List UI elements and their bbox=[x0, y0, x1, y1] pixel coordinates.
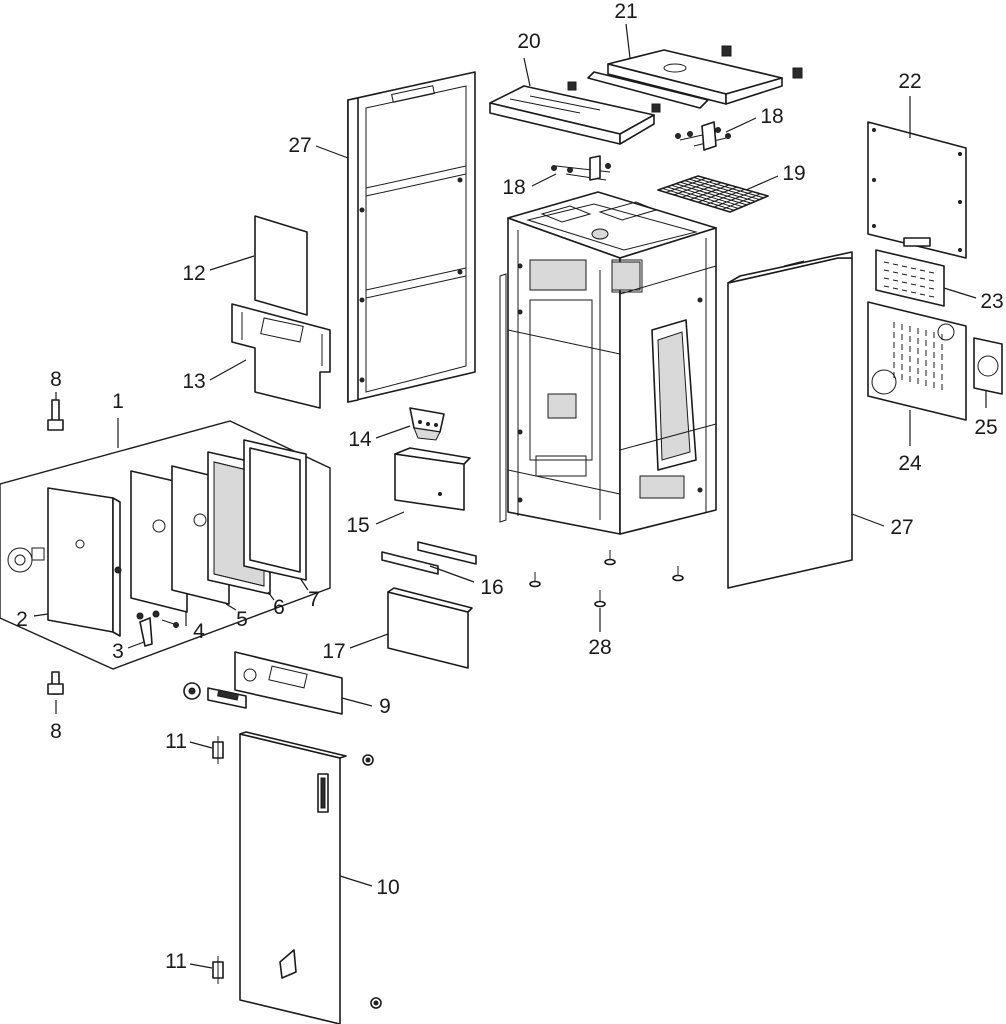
callout-22: 22 bbox=[898, 70, 921, 93]
callout-8-bottom: 8 bbox=[50, 720, 62, 743]
callout-9: 9 bbox=[379, 695, 391, 718]
callout-13: 13 bbox=[182, 370, 205, 393]
front-door-part bbox=[239, 731, 347, 1024]
callout-11-top: 11 bbox=[165, 730, 187, 753]
callout-21: 21 bbox=[614, 0, 637, 23]
vent-grille-small-part bbox=[875, 249, 945, 307]
callout-labels: 1 2 3 4 5 6 7 8 8 9 10 11 11 12 13 14 15… bbox=[16, 0, 1004, 973]
insulation-block-part bbox=[254, 215, 308, 316]
flue-gasket-plate-part bbox=[973, 337, 1003, 395]
ash-pan-part bbox=[394, 447, 471, 511]
callout-4: 4 bbox=[193, 620, 205, 643]
foot-mid-part bbox=[604, 550, 616, 566]
display-module-part bbox=[183, 682, 247, 709]
fasteners-top-right-part bbox=[675, 121, 731, 151]
callout-18-left: 18 bbox=[502, 176, 525, 199]
callout-10: 10 bbox=[376, 876, 399, 899]
callout-23: 23 bbox=[980, 290, 1003, 313]
callout-2: 2 bbox=[16, 608, 28, 631]
callout-17: 17 bbox=[322, 640, 345, 663]
burn-pot-part bbox=[409, 407, 445, 441]
bracket-plate-part bbox=[231, 303, 331, 409]
callout-28: 28 bbox=[588, 636, 611, 659]
fire-door-part bbox=[7, 487, 122, 637]
callout-7: 7 bbox=[308, 588, 320, 611]
hinge-pin-top-part bbox=[212, 736, 224, 764]
lower-cover-panel-part bbox=[387, 587, 473, 669]
door-gasket-frame-part bbox=[243, 439, 307, 581]
callout-5: 5 bbox=[236, 608, 248, 631]
callout-11-bottom: 11 bbox=[165, 950, 187, 973]
callout-1: 1 bbox=[112, 390, 124, 413]
top-cover-front-part bbox=[489, 81, 661, 145]
callout-20: 20 bbox=[517, 30, 540, 53]
stove-body-frame-part bbox=[499, 191, 717, 535]
back-panel-part bbox=[867, 121, 967, 259]
fasteners-top-left-part bbox=[551, 155, 611, 181]
callout-24: 24 bbox=[898, 452, 922, 475]
hinge-top-part bbox=[47, 399, 64, 431]
door-handle-hardware-part bbox=[136, 610, 179, 647]
top-cover-rear-part bbox=[587, 45, 803, 109]
foot-right-part bbox=[672, 566, 684, 582]
vent-grille-large-part bbox=[867, 301, 967, 421]
callout-3: 3 bbox=[112, 640, 124, 663]
door-assembly-group-outline bbox=[0, 420, 331, 670]
callout-15: 15 bbox=[346, 514, 369, 537]
callout-14: 14 bbox=[348, 428, 372, 451]
hinge-pin-bottom-part bbox=[212, 956, 224, 984]
mesh-grid-part bbox=[657, 175, 769, 213]
trim-strip-lower-part bbox=[381, 551, 439, 575]
trim-strip-upper-part bbox=[417, 541, 477, 565]
side-panel-right-part bbox=[727, 251, 853, 589]
callout-16: 16 bbox=[480, 576, 503, 599]
callout-12: 12 bbox=[182, 262, 205, 285]
callout-18-right: 18 bbox=[760, 105, 783, 128]
foot-front-part bbox=[594, 590, 606, 608]
hinge-bottom-part bbox=[47, 671, 64, 695]
callout-19: 19 bbox=[782, 162, 805, 185]
control-panel-part bbox=[234, 651, 343, 715]
callout-25: 25 bbox=[974, 416, 997, 439]
door-knob-bottom-part bbox=[370, 997, 382, 1009]
callout-6: 6 bbox=[273, 596, 285, 619]
door-knob-top-part bbox=[362, 754, 374, 766]
foot-left-part bbox=[529, 572, 541, 588]
callout-8-top: 8 bbox=[50, 368, 62, 391]
side-frame-left-part bbox=[347, 71, 476, 403]
callout-27-right: 27 bbox=[890, 516, 913, 539]
leader-lines bbox=[33, 23, 987, 969]
callout-27-left: 27 bbox=[288, 134, 311, 157]
